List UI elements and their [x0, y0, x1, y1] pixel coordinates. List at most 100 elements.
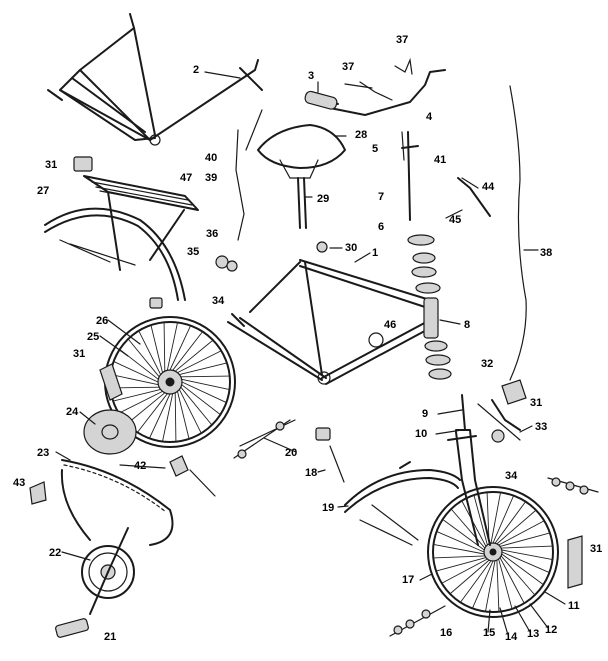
spoke	[177, 391, 190, 439]
callout-31c: 31	[530, 397, 542, 409]
spoke	[441, 558, 488, 584]
spoke	[137, 393, 168, 433]
callout-30: 30	[345, 242, 357, 254]
callout-22: 22	[49, 547, 61, 559]
spoke	[138, 330, 162, 375]
spoke	[150, 325, 163, 373]
spoke	[472, 560, 494, 609]
spoke	[163, 322, 166, 372]
freewheel	[83, 409, 137, 455]
spoke	[181, 378, 230, 390]
callout-33: 33	[535, 421, 547, 433]
saddle	[257, 124, 346, 229]
spoke	[501, 545, 553, 549]
headset-stack	[401, 131, 452, 380]
spoke	[174, 392, 177, 442]
spoke	[166, 322, 178, 371]
callout-34b: 34	[505, 470, 518, 482]
callout-31a: 31	[45, 159, 57, 171]
callout-45: 45	[449, 214, 461, 226]
spoke	[162, 393, 174, 442]
axle-hardware	[233, 131, 599, 637]
spoke	[492, 495, 514, 544]
callout-5: 5	[372, 143, 378, 155]
spoke	[473, 494, 488, 546]
callout-8: 8	[464, 319, 470, 331]
spoke	[449, 559, 490, 595]
spoke	[149, 393, 171, 439]
frame-part-2	[47, 13, 263, 146]
callout-20: 20	[285, 447, 297, 459]
spoke	[433, 555, 485, 559]
callout-16: 16	[440, 627, 452, 639]
leader-lines	[55, 71, 566, 636]
callout-46: 46	[384, 319, 396, 331]
callout-23: 23	[37, 447, 49, 459]
rear-fender	[44, 207, 186, 301]
callout-19: 19	[322, 502, 334, 514]
callout-17: 17	[402, 574, 414, 586]
spoke	[450, 508, 486, 549]
front-fork	[447, 394, 491, 546]
spoke	[460, 560, 492, 603]
spoke	[172, 331, 203, 371]
callout-12: 12	[545, 624, 557, 636]
spoke	[499, 557, 525, 604]
spoke	[499, 532, 551, 547]
spoke	[178, 389, 202, 434]
callout-37b: 37	[342, 61, 354, 73]
spoke	[180, 375, 230, 378]
callout-1: 1	[372, 247, 378, 259]
spoke	[179, 362, 227, 375]
spoke	[113, 361, 159, 383]
spoke	[127, 338, 160, 378]
callout-47: 47	[180, 172, 192, 184]
spoke	[181, 381, 227, 403]
spoke	[177, 350, 222, 374]
spoke	[461, 500, 487, 547]
spoke	[110, 374, 159, 386]
callout-43: 43	[13, 477, 25, 489]
callout-27: 27	[37, 185, 49, 197]
chainwheel	[55, 527, 135, 638]
rear-rack	[73, 156, 199, 271]
rear-wheel	[104, 316, 236, 448]
callout-4: 4	[426, 111, 433, 123]
brake-cables	[29, 85, 527, 505]
spoke	[433, 544, 485, 555]
callout-38: 38	[540, 247, 552, 259]
callout-37a: 37	[396, 34, 408, 46]
spoke	[485, 560, 496, 612]
front-wheel	[427, 486, 559, 618]
callout-18: 18	[305, 467, 317, 479]
spoke	[500, 555, 536, 596]
callout-15: 15	[483, 627, 495, 639]
callout-25: 25	[87, 331, 99, 343]
callout-3: 3	[308, 70, 314, 82]
spoke	[126, 392, 166, 425]
front-fender	[344, 461, 461, 546]
spoke	[169, 325, 191, 371]
callout-44: 44	[482, 181, 495, 193]
callout-39: 39	[205, 172, 217, 184]
spoke	[181, 384, 221, 415]
callout-10: 10	[415, 428, 427, 440]
callout-2: 2	[193, 64, 199, 76]
callout-41: 41	[434, 154, 446, 166]
callout-31b: 31	[73, 348, 85, 360]
reflectors	[99, 297, 583, 589]
callout-26: 26	[96, 315, 108, 327]
spoke	[496, 560, 500, 612]
handlebar-assembly	[304, 57, 446, 116]
callout-34a: 34	[212, 295, 225, 307]
spoke	[118, 390, 163, 414]
callout-6: 6	[378, 221, 384, 233]
callout-31d: 31	[590, 543, 602, 555]
callout-28: 28	[355, 129, 367, 141]
spoke	[496, 509, 537, 545]
spoke	[436, 531, 485, 553]
callout-9: 9	[422, 408, 428, 420]
main-frame-part-1	[227, 259, 439, 385]
callout-36: 36	[206, 228, 218, 240]
